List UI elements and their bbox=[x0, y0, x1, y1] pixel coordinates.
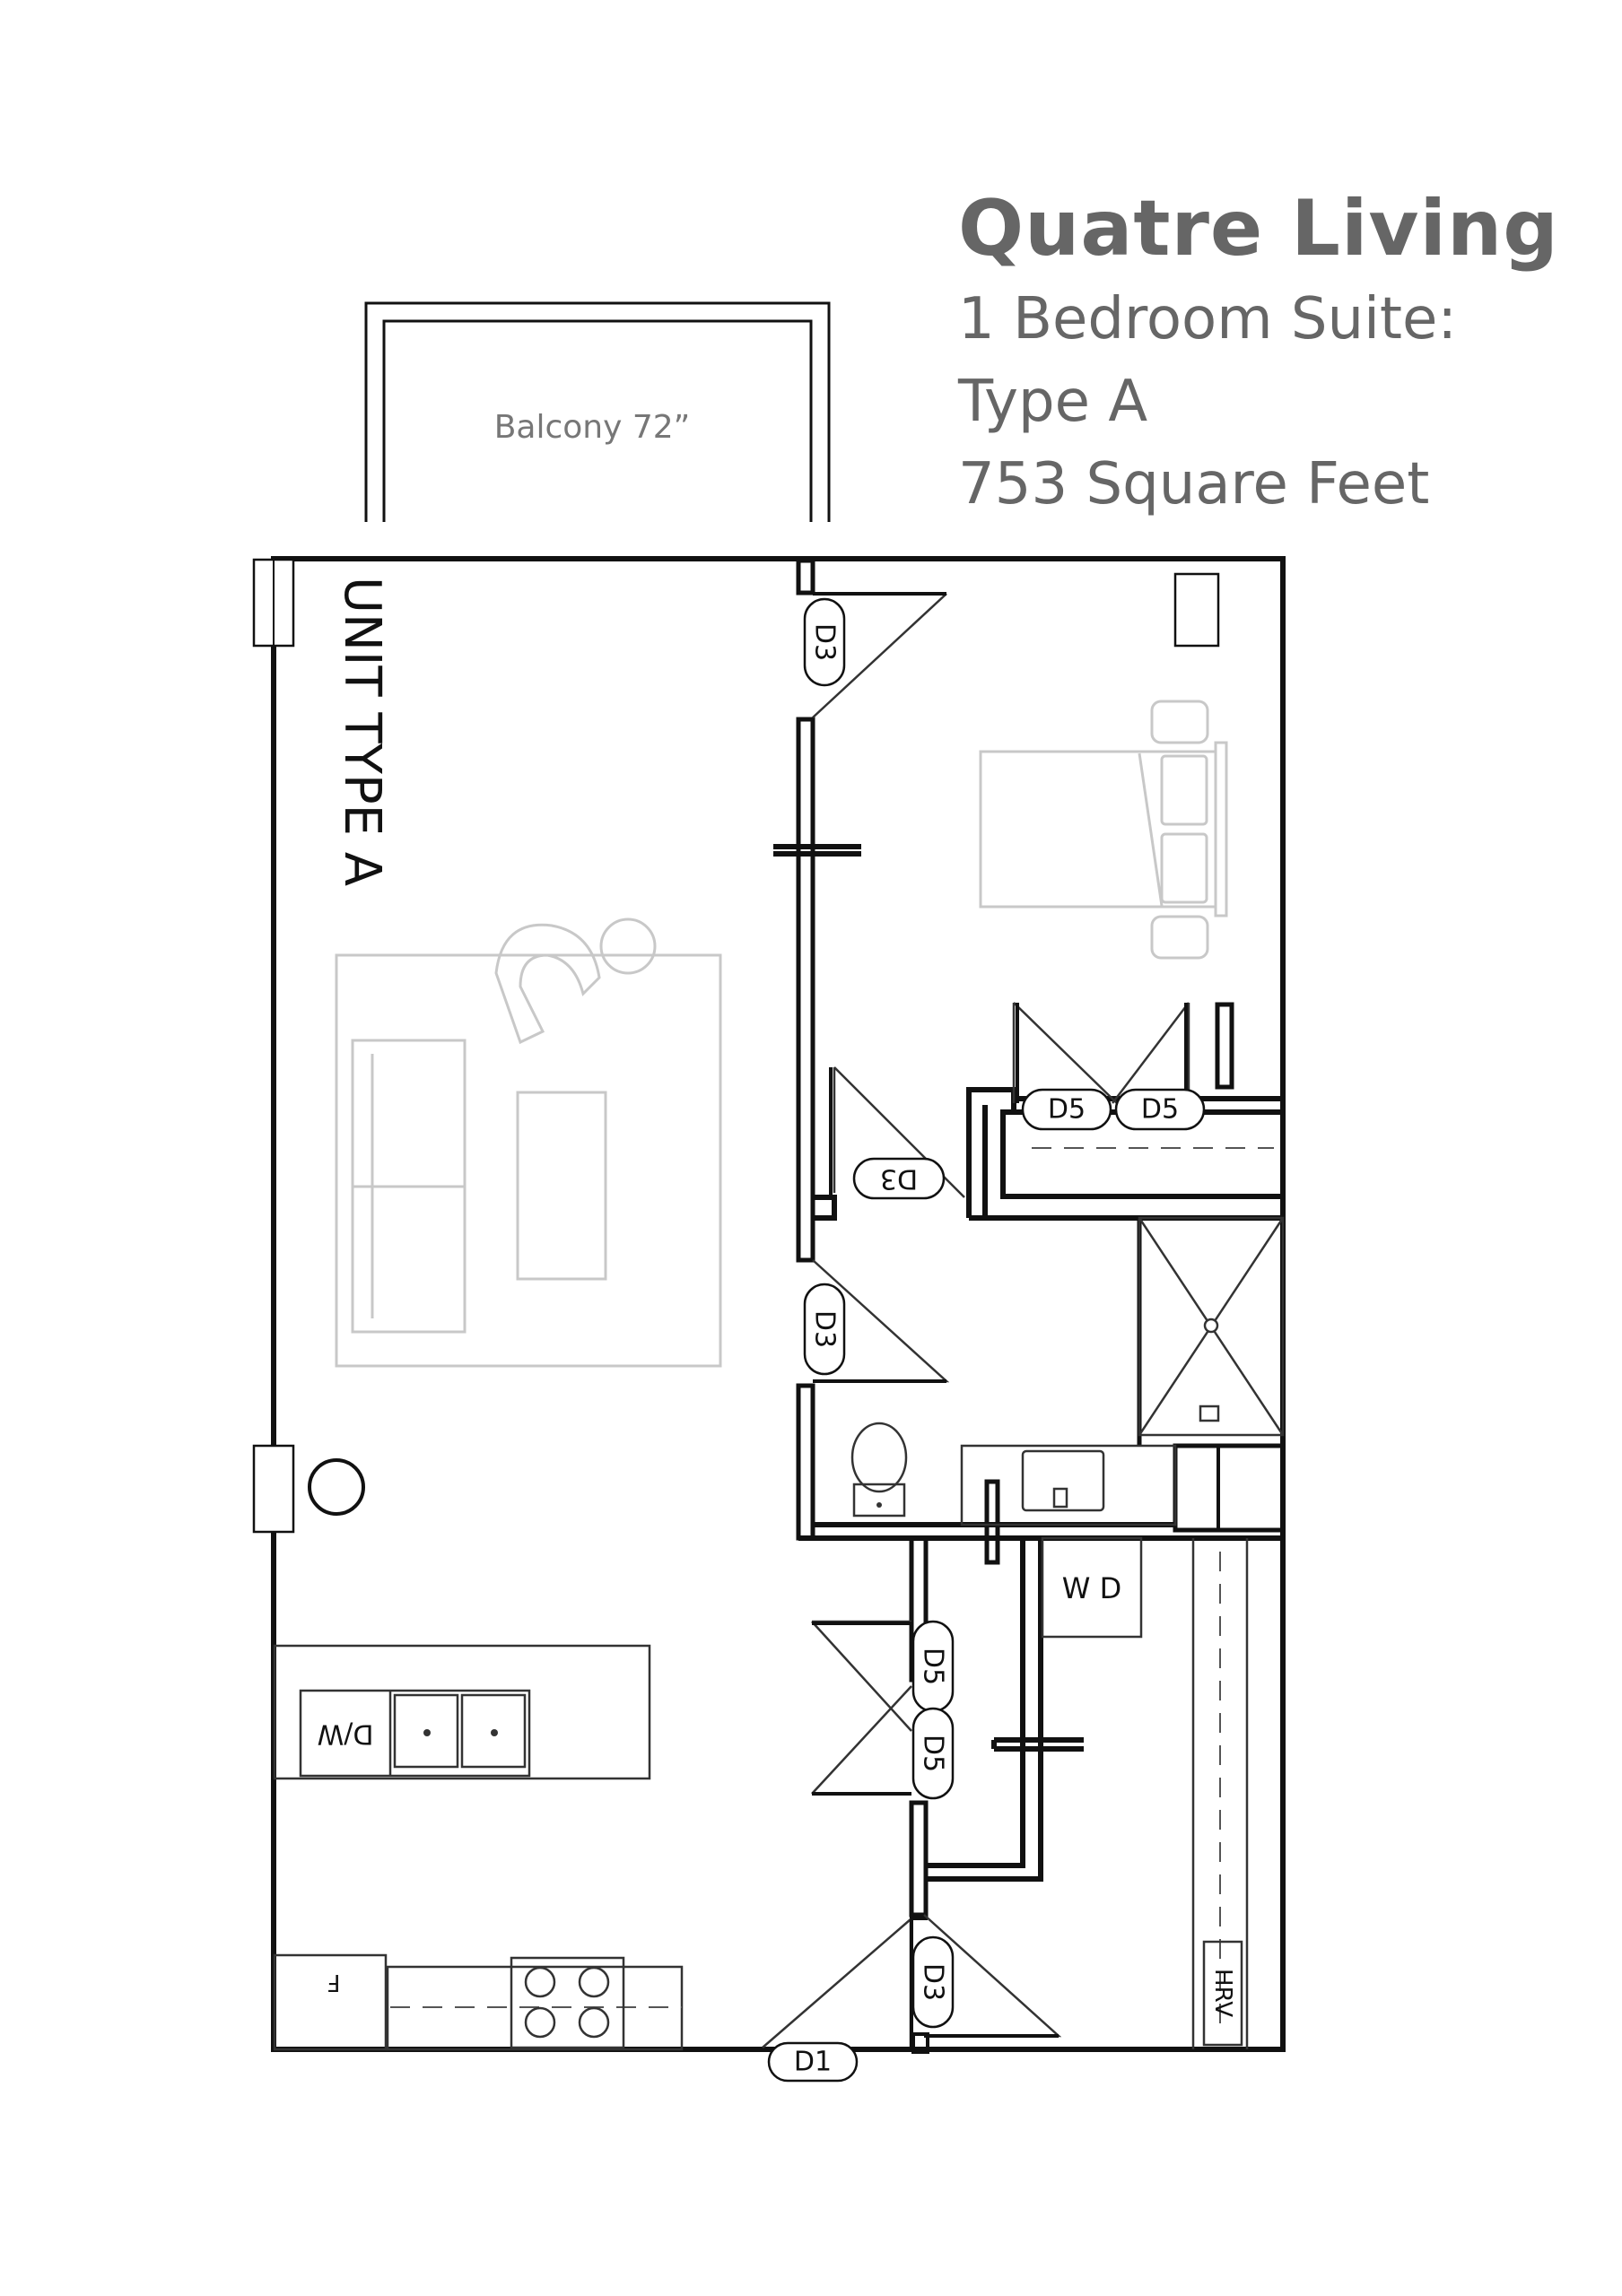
kitchen: D/W F bbox=[273, 1458, 684, 2051]
svg-text:D1: D1 bbox=[794, 2047, 832, 2078]
door-tag-d5-closet-right: D5 bbox=[1114, 1088, 1206, 1131]
svg-text:D3: D3 bbox=[809, 623, 841, 661]
column bbox=[308, 1458, 365, 1516]
balcony-label: Balcony 72” bbox=[494, 409, 691, 446]
door-tag-d3-bath-mirrored: D3 bbox=[852, 1157, 946, 1200]
balcony: Balcony 72” bbox=[364, 301, 831, 522]
svg-text:D3: D3 bbox=[809, 1310, 841, 1348]
brand-title: Quatre Living bbox=[958, 184, 1559, 274]
unit-type-label: UNIT TYPE A bbox=[333, 577, 391, 886]
hrv-label: HRV bbox=[1209, 1969, 1236, 2017]
bathroom-fixtures bbox=[850, 1216, 1285, 1526]
svg-text:D5: D5 bbox=[918, 1648, 949, 1685]
door-tag-d3-entry-closet: D3 bbox=[911, 1935, 955, 2029]
svg-text:D3: D3 bbox=[918, 1963, 949, 2001]
svg-text:D5: D5 bbox=[1141, 1094, 1179, 1126]
washer-dryer-label: W D bbox=[1062, 1571, 1121, 1605]
bed bbox=[979, 700, 1228, 960]
door-tag-d3-bath: D3 bbox=[803, 1283, 846, 1376]
door-tags: D3 D3 D5 D5 D3 D5 D5 D3 bbox=[767, 597, 1206, 2083]
title-block: Quatre Living 1 Bedroom Suite: Type A 75… bbox=[958, 179, 1604, 526]
door-tag-d5-closet-left: D5 bbox=[1021, 1088, 1112, 1131]
door-tag-d1-entry: D1 bbox=[767, 2041, 859, 2083]
door-tag-d3-bedroom: D3 bbox=[803, 597, 846, 687]
suite-subtitle: 1 Bedroom Suite: bbox=[958, 286, 1457, 352]
suite-area: 753 Square Feet bbox=[958, 451, 1430, 517]
suite-type: Type A bbox=[958, 369, 1148, 435]
door-tag-d5-laundry-bottom: D5 bbox=[911, 1707, 955, 1800]
svg-text:D5: D5 bbox=[918, 1735, 949, 1772]
exterior-walls bbox=[252, 556, 1286, 2052]
dishwasher-label: D/W bbox=[318, 1718, 374, 1750]
door-tag-d5-laundry-top: D5 bbox=[911, 1620, 955, 1713]
laundry: W D HRV bbox=[1041, 1536, 1249, 2049]
living-furniture bbox=[335, 918, 722, 1368]
fridge-label: F bbox=[327, 1969, 341, 1996]
svg-text:D3: D3 bbox=[880, 1163, 918, 1195]
door-swings bbox=[762, 592, 1190, 2048]
svg-text:D5: D5 bbox=[1048, 1094, 1086, 1126]
